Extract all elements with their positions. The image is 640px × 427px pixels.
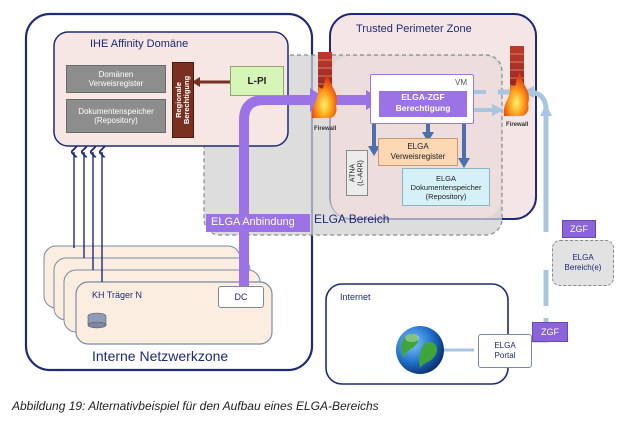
elga-dokumentenspeicher-box: ELGA Dokumentenspeicher (Repository) [402,168,490,206]
trusted-zone-title: Trusted Perimeter Zone [356,23,472,35]
kh-traeger-label: KH Träger N [92,290,143,300]
firewall-icon [503,46,529,116]
zgf-top-box: ZGF [562,220,596,238]
firewall-label: Firewall [314,126,337,132]
elga-anbindung-label: ELGA Anbindung [206,214,310,232]
intern-zone-title: Interne Netzwerkzone [92,348,229,364]
elga-bereich-title: ELGA Bereich [314,212,390,226]
elga-bereiche-box: ELGA Bereich(e) [552,240,614,286]
elga-zgf-berechtigung: ELGA-ZGF Berechtigung [379,91,467,117]
firewall-icon [311,52,337,118]
elga-anbindung-arrow [239,95,312,290]
atna-box: ATNA (L-ARR) [346,150,368,196]
firewall-label: Firewall [506,122,529,128]
elga-portal-box: ELGA Portal [478,334,532,368]
domaenen-verweisregister-box: Domänen Verweisregister [66,65,166,93]
ihe-zone-title: IHE Affinity Domäne [90,38,189,50]
regionale-berechtigung-box: Regionale Berechtigung [172,62,194,138]
internet-zone-title: Internet [340,292,371,302]
dc-box: DC [218,286,264,308]
elga-verweisregister-box: ELGA Verweisregister [378,138,458,166]
dokumentenspeicher-box: Dokumentenspeicher (Repository) [66,99,166,133]
lpi-box: L-PI [230,66,284,96]
zgf-bottom-box: ZGF [532,322,568,342]
vm-box: VM ELGA-ZGF Berechtigung [370,74,474,124]
figure-caption: Abbildung 19: Alternativbeispiel für den… [12,399,379,413]
globe-icon [396,326,444,374]
